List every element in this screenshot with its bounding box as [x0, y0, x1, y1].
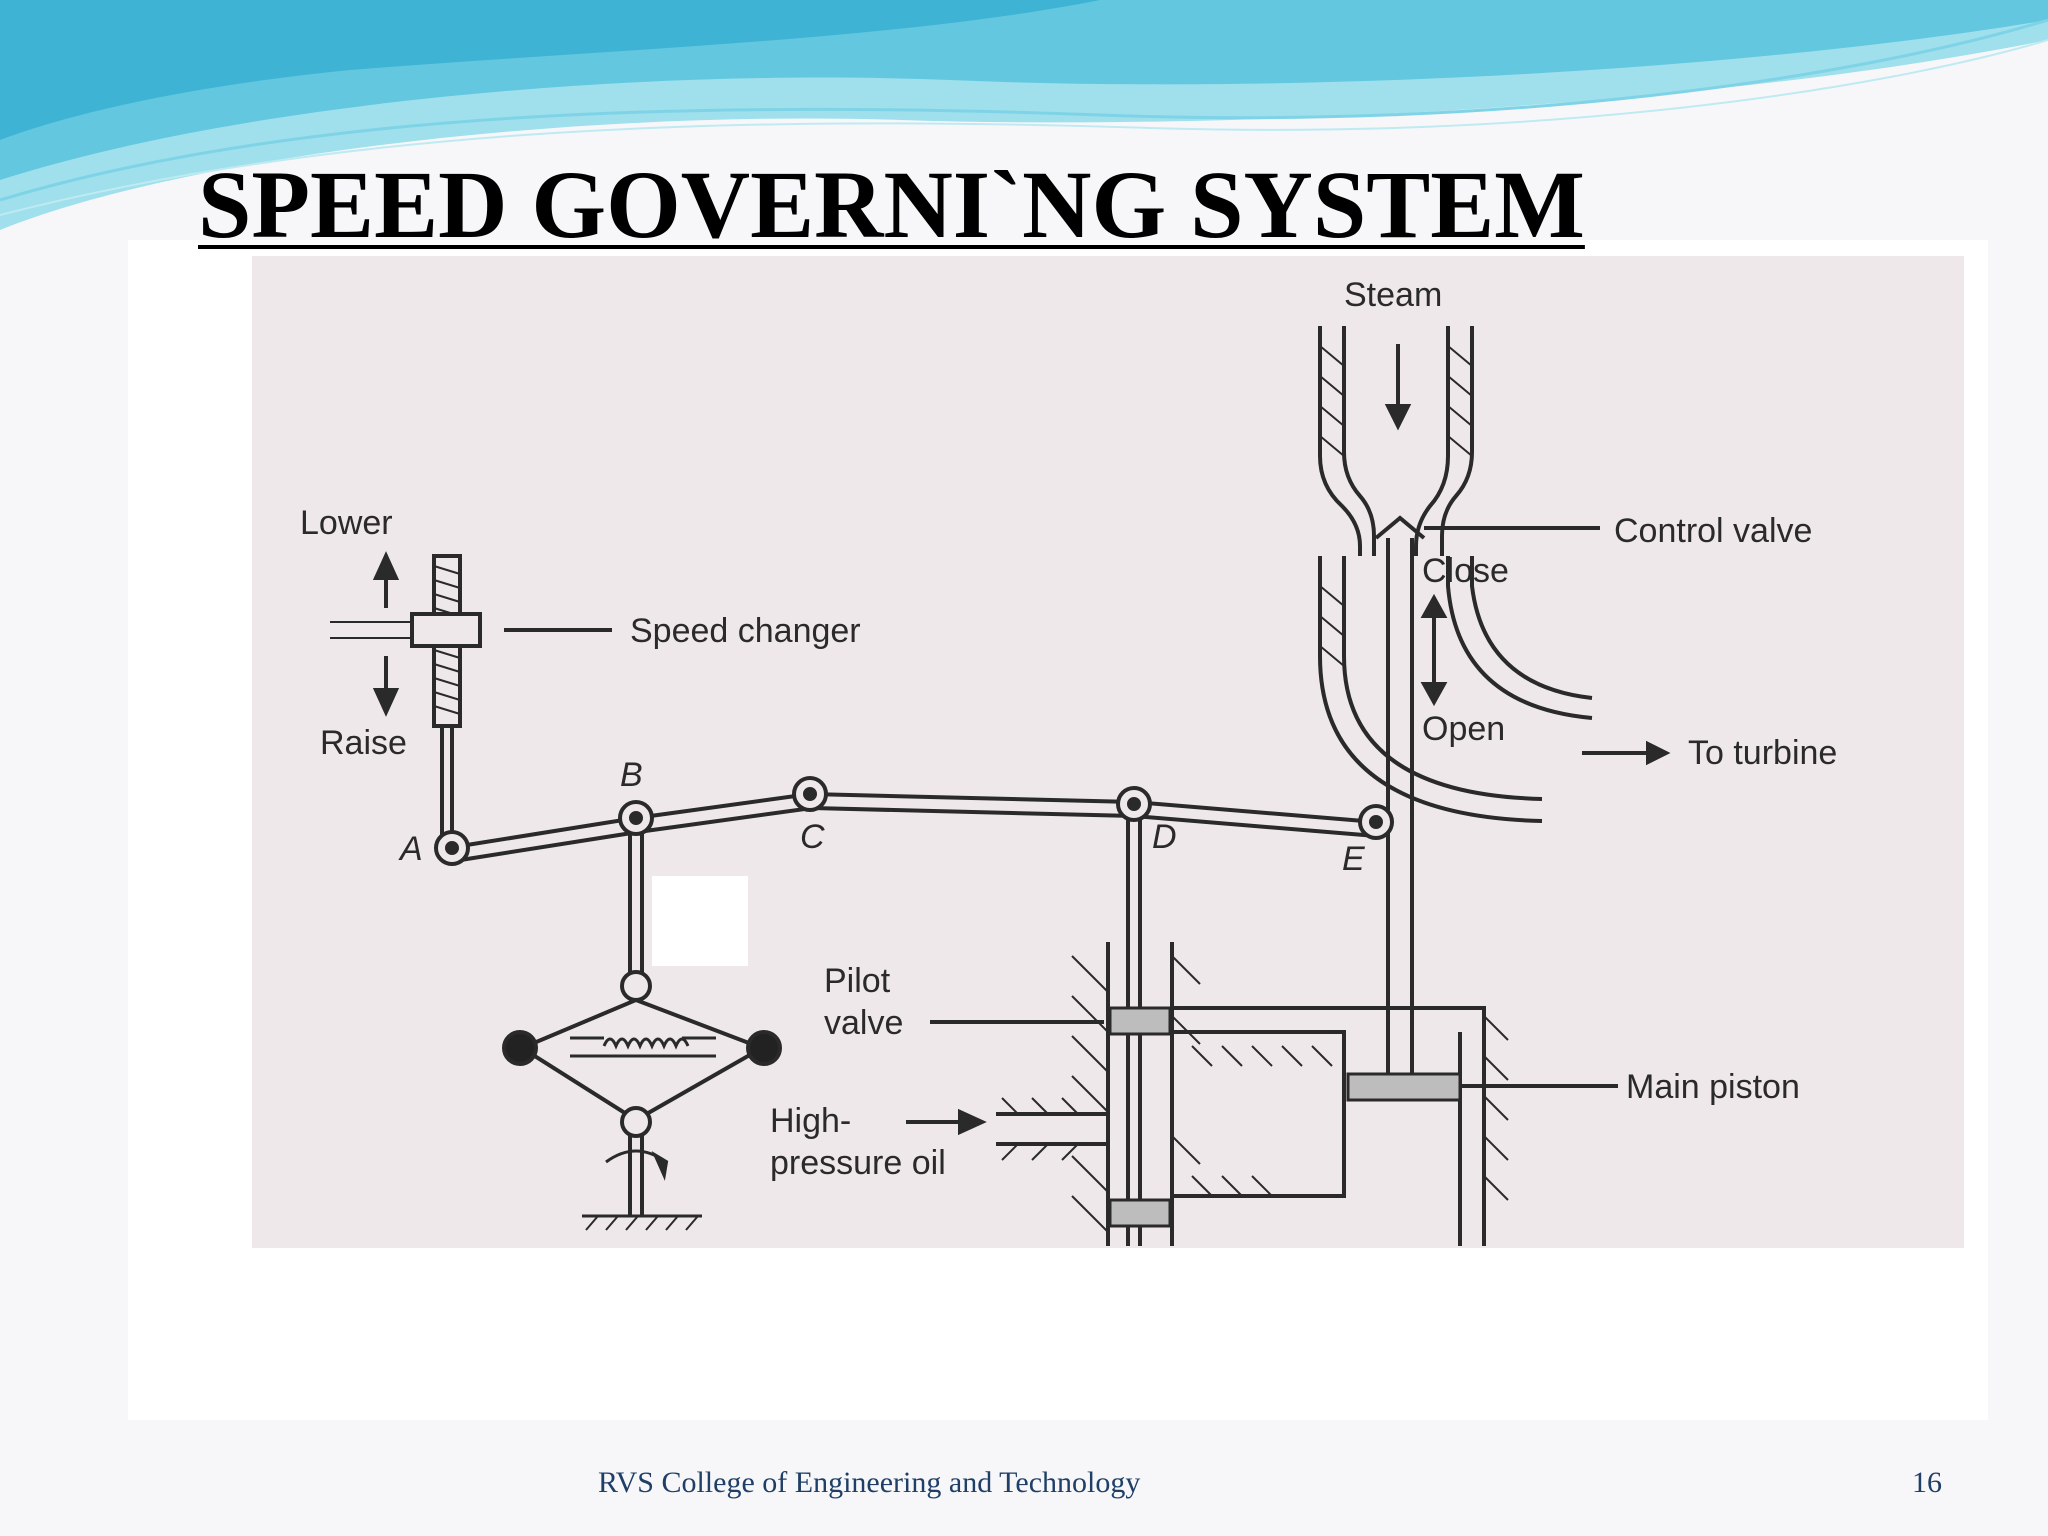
label-raise: Raise — [320, 724, 407, 762]
steam-arrow-head — [1384, 404, 1412, 431]
point-e: E — [1342, 840, 1365, 878]
point-d: D — [1152, 818, 1177, 856]
label-lower: Lower — [300, 504, 393, 542]
point-a: A — [398, 830, 423, 868]
footer-institution: RVS College of Engineering and Technolog… — [598, 1466, 1141, 1499]
label-open: Open — [1422, 710, 1505, 748]
lever-pivots — [434, 776, 1394, 866]
label-speed-changer: Speed changer — [630, 612, 861, 650]
speed-changer-screw — [330, 554, 482, 844]
label-close: Close — [1422, 552, 1509, 590]
label-pilot-valve-2: valve — [824, 1004, 903, 1042]
point-b: B — [620, 756, 643, 794]
speed-governing-diagram: Steam Control valve Close Open To turbin… — [252, 256, 1964, 1248]
header-wave — [0, 0, 2048, 230]
label-pilot-valve-1: Pilot — [824, 962, 891, 1000]
pivot-centers — [445, 787, 1383, 855]
lower-raise-arrowheads — [372, 551, 400, 717]
flyballs — [502, 1030, 782, 1066]
white-patch — [652, 876, 748, 966]
page-number: 16 — [1912, 1466, 1942, 1499]
label-steam: Steam — [1344, 276, 1442, 314]
to-turbine-arrowhead — [1646, 740, 1671, 766]
valve-stem — [1374, 515, 1426, 1076]
label-control-valve: Control valve — [1614, 512, 1812, 550]
label-oil-2: pressure oil — [770, 1144, 946, 1182]
pilot-valve — [1071, 820, 1201, 1246]
point-c: C — [800, 818, 825, 856]
label-oil-1: High- — [770, 1102, 851, 1140]
label-main-piston: Main piston — [1626, 1068, 1800, 1106]
flyball-governor — [517, 834, 767, 1231]
close-open-arrowheads — [1420, 593, 1448, 707]
pipe-hatching — [1319, 345, 1473, 667]
label-to-turbine: To turbine — [1688, 734, 1837, 772]
main-cylinder — [1172, 1006, 1509, 1246]
slide-title: SPEED GOVERNI`NG SYSTEM — [198, 151, 1585, 258]
oil-inlet — [906, 1097, 1108, 1161]
